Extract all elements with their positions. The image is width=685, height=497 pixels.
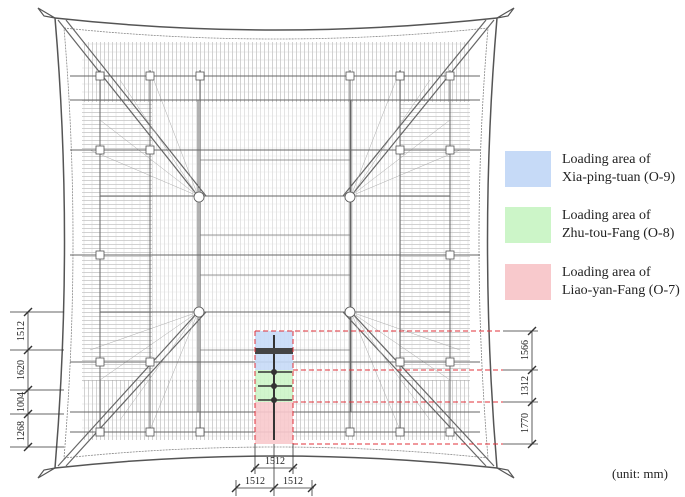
legend-item-zhu-tou-fang: Loading area of Zhu-tou-Fang (O-8) — [505, 207, 680, 251]
dim-right-3: 1770 — [520, 413, 531, 433]
legend-text: Loading area of Zhu-tou-Fang (O-8) — [562, 208, 675, 241]
legend-swatch-red — [505, 264, 551, 300]
dim-left-2: 1620 — [16, 360, 27, 380]
dim-right-1: 1566 — [520, 340, 531, 360]
legend-text: Loading area of Liao-yan-Fang (O-7) — [562, 265, 680, 298]
unit-label: (unit: mm) — [612, 466, 668, 481]
hip-lines — [57, 19, 495, 467]
dim-bottom-left: 1512 — [245, 476, 265, 487]
dim-right-2: 1312 — [520, 376, 531, 396]
beam-grid — [70, 70, 480, 433]
dim-left-4: 1268 — [16, 421, 27, 441]
dim-left-1: 1512 — [16, 321, 27, 341]
bottom-dimension-chain — [231, 444, 317, 496]
dim-bottom-right: 1512 — [283, 476, 303, 487]
red-leader-lines — [254, 330, 503, 445]
right-dimension-chain — [503, 326, 538, 449]
legend-item-xia-ping-tuan: Loading area of Xia-ping-tuan (O-9) — [505, 151, 680, 195]
legend-item-liao-yan-fang: Loading area of Liao-yan-Fang (O-7) — [505, 264, 680, 308]
column-markers — [95, 71, 455, 437]
highlighted-member — [255, 335, 293, 440]
legend-text: Loading area of Xia-ping-tuan (O-9) — [562, 152, 676, 185]
dim-bottom-top: 1512 — [265, 456, 285, 467]
legend-swatch-blue — [505, 151, 551, 187]
left-dimension-chain — [10, 307, 64, 452]
legend-swatch-green — [505, 207, 551, 243]
dim-left-3: 1004 — [16, 392, 27, 412]
